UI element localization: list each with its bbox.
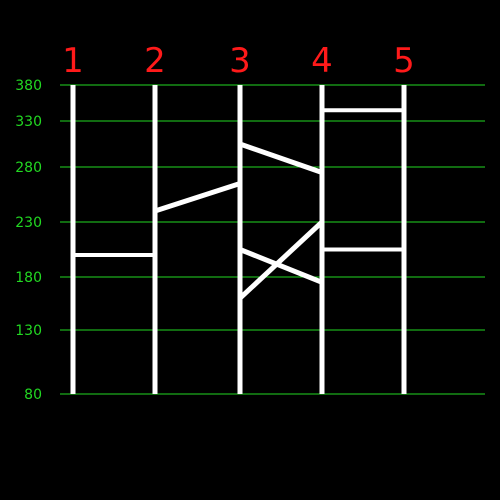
rung-3 [239, 141, 323, 175]
column-label: 1 [62, 41, 84, 81]
y-tick-label: 180 [15, 270, 42, 286]
y-tick-label: 130 [15, 323, 42, 339]
column-label: 5 [393, 41, 415, 81]
y-tick-label: 280 [15, 160, 42, 176]
column-label: 4 [311, 41, 333, 81]
y-tick-label: 380 [15, 78, 42, 94]
column-label: 3 [229, 41, 251, 81]
rungs [73, 108, 404, 301]
y-tick-label: 80 [24, 387, 42, 403]
y-tick-label: 230 [15, 215, 42, 231]
gridlines [60, 84, 485, 395]
y-axis-tick-labels: 380 330 280 230 180 130 80 [15, 78, 42, 403]
column-label: 2 [144, 41, 166, 81]
column-labels: 1 2 3 4 5 [62, 41, 415, 81]
vertical-lines [70, 85, 407, 394]
rung-2 [154, 181, 241, 214]
rung-5 [238, 220, 324, 301]
rung-4 [239, 247, 323, 285]
y-tick-label: 330 [15, 114, 42, 130]
